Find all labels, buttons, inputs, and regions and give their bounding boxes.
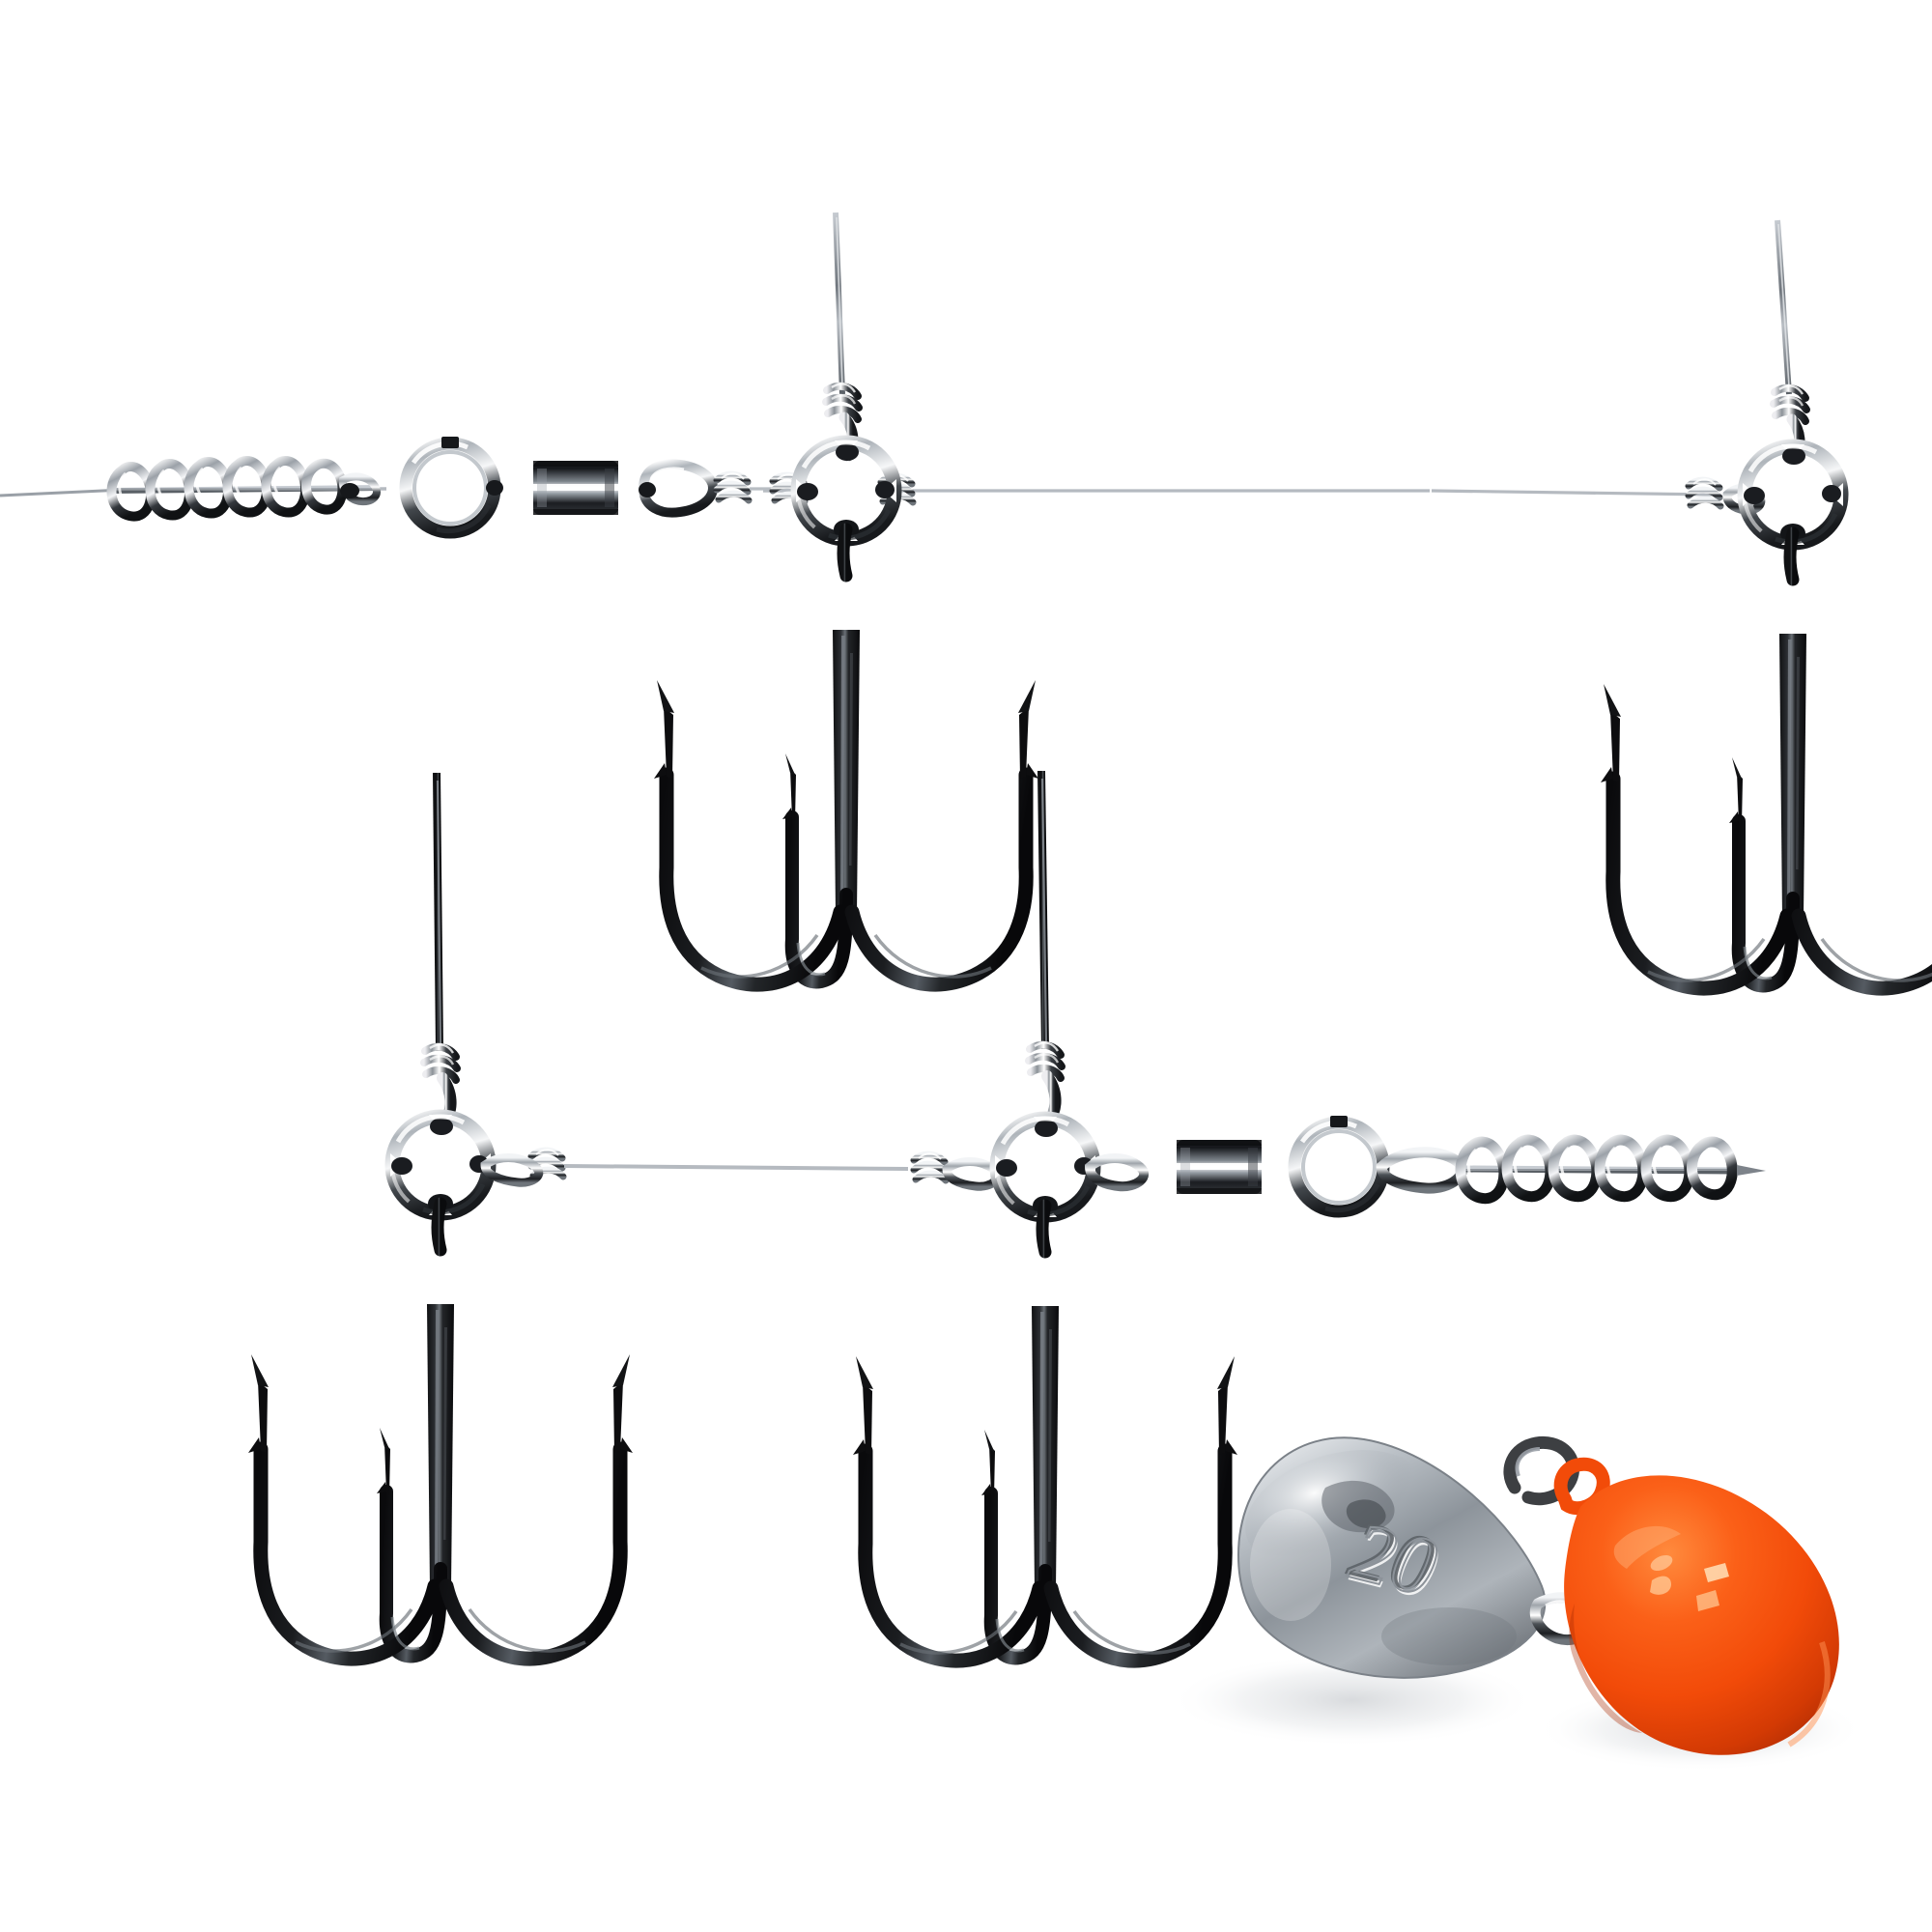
- corkscrew-bait-screw: [1455, 1134, 1766, 1205]
- steel-wire-trace: [0, 488, 125, 497]
- orange-weight-specular: [1704, 1563, 1729, 1582]
- corkscrew-bait-screw: [106, 456, 381, 522]
- rig-top-center: [654, 212, 1430, 984]
- lead-teardrop-weight: 20 20 20: [1236, 1436, 1608, 1679]
- steel-wire-trace: [1431, 489, 1713, 497]
- lead-weight-stamp: 20 20 20: [1340, 1501, 1446, 1617]
- rig-top-left: [0, 437, 802, 532]
- orange-teardrop-weight: [1503, 1435, 1839, 1755]
- wire-crimp: [914, 1153, 946, 1180]
- connector-link: [1084, 1153, 1150, 1192]
- orange-weight-body: [1564, 1475, 1839, 1755]
- wire-crimp: [1689, 479, 1720, 506]
- rig-bottom-center: [853, 770, 1766, 1661]
- connector-link: [480, 1153, 544, 1187]
- barrel-swivel: [1177, 1140, 1262, 1194]
- rig-bottom-left: [248, 772, 909, 1659]
- orange-weight-gloss: [1613, 1525, 1681, 1569]
- lead-weight-shadow: [1169, 1654, 1536, 1747]
- steel-wire-trace: [563, 1164, 909, 1171]
- wire-crimp: [717, 473, 749, 500]
- barrel-swivel: [533, 461, 618, 515]
- rig-top-right: [1431, 219, 1932, 988]
